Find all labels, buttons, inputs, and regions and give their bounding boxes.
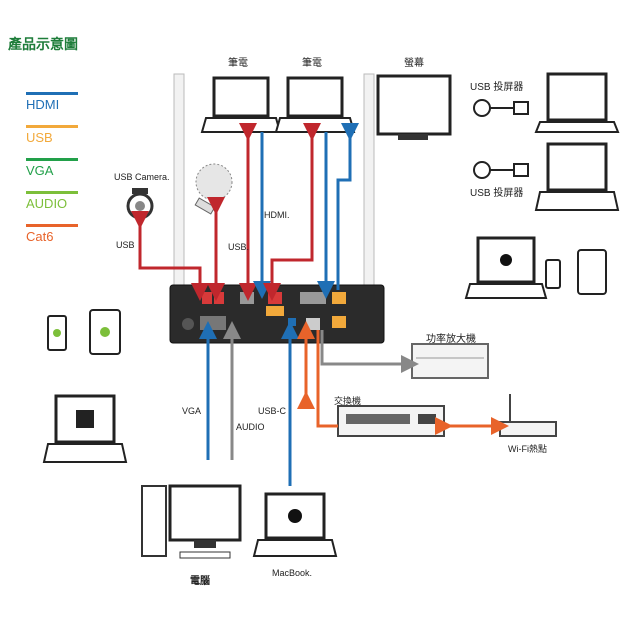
legend-swatch-usb bbox=[26, 125, 78, 128]
legend-item-cat6: Cat6 bbox=[26, 224, 78, 244]
android-tablet-icon bbox=[89, 309, 121, 355]
amplifier-icon bbox=[411, 343, 489, 379]
windows-laptop-icon bbox=[42, 394, 128, 463]
macbook-icon-right bbox=[464, 236, 548, 299]
label-vga: VGA bbox=[182, 406, 202, 416]
label-usb: USB bbox=[116, 240, 135, 250]
pc-monitor-icon bbox=[168, 484, 242, 559]
label-usbc: USB-C bbox=[258, 406, 287, 416]
iphone-icon bbox=[545, 259, 561, 289]
label-amplifier: 功率放大機 bbox=[426, 334, 476, 345]
monitor-icon bbox=[376, 74, 452, 140]
wifi-router-icon bbox=[499, 394, 557, 437]
label-laptop-1: 筆電 bbox=[228, 58, 248, 69]
legend-label-cat6: Cat6 bbox=[26, 229, 54, 244]
usb-dongle-icon-bottom bbox=[473, 161, 529, 179]
usb-camera-icon bbox=[126, 188, 154, 220]
main-device bbox=[169, 284, 385, 344]
legend-swatch-hdmi bbox=[26, 92, 78, 95]
label-hdmi: HDMI. bbox=[264, 210, 290, 220]
label-macbook: MacBook. bbox=[272, 568, 313, 578]
laptop-icon-1 bbox=[200, 76, 282, 133]
legend-label-vga: VGA bbox=[26, 163, 54, 178]
legend-swatch-vga bbox=[26, 158, 78, 161]
legend-item-hdmi: HDMI bbox=[26, 92, 78, 112]
label-monitor: 螢幕 bbox=[404, 58, 424, 69]
network-switch-icon bbox=[337, 405, 445, 437]
connection-lines bbox=[131, 123, 509, 486]
legend-label-audio: AUDIO bbox=[26, 196, 68, 211]
laptop-icon-right-2 bbox=[534, 142, 620, 211]
antenna-left bbox=[173, 73, 185, 289]
label-usb-dongle-bottom: USB 投屏器 bbox=[470, 188, 524, 199]
legend-swatch-cat6 bbox=[26, 224, 78, 227]
legend-item-vga: VGA bbox=[26, 158, 78, 178]
label-laptop-2: 筆電 bbox=[302, 58, 322, 69]
laptop-icon-right-1 bbox=[534, 72, 620, 133]
legend-item-audio: AUDIO bbox=[26, 191, 78, 211]
label-usb-dongle-top: USB 投屏器 bbox=[470, 82, 524, 93]
label-usb-camera: USB Camera. bbox=[114, 172, 170, 182]
label-switch: 交換機 bbox=[334, 396, 362, 406]
antenna-right bbox=[363, 73, 375, 289]
laptop-icon-2 bbox=[274, 76, 356, 133]
label-wifi: Wi-Fi熱點 bbox=[508, 444, 547, 454]
label-pc: 電腦 bbox=[190, 576, 210, 587]
pc-tower-icon bbox=[141, 485, 167, 557]
legend-item-usb: USB bbox=[26, 125, 78, 145]
label-audio: AUDIO bbox=[236, 422, 265, 432]
legend-swatch-audio bbox=[26, 191, 78, 194]
label-usb-2: USB. bbox=[228, 242, 250, 252]
page-title: 產品示意圖 bbox=[8, 37, 78, 53]
macbook-icon-bottom bbox=[252, 492, 338, 557]
android-phone-icon bbox=[47, 315, 67, 351]
ipad-icon bbox=[577, 249, 607, 295]
usb-dongle-icon-top bbox=[473, 99, 529, 117]
speakerphone-icon bbox=[194, 163, 233, 215]
legend-label-usb: USB bbox=[26, 130, 53, 145]
legend-label-hdmi: HDMI bbox=[26, 97, 60, 112]
